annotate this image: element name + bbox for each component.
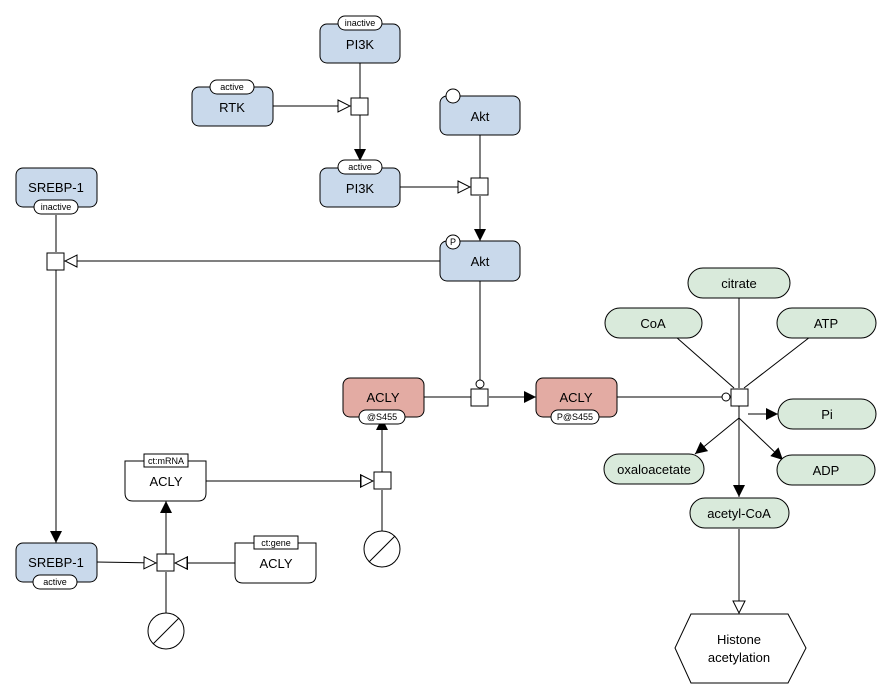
state-variable: active bbox=[43, 577, 67, 587]
edge-atp-to-process bbox=[743, 336, 811, 389]
node-label: RTK bbox=[219, 100, 245, 115]
node-acly-s455[interactable]: ACLY @S455 bbox=[342, 377, 425, 425]
process-acly-phosphorylation[interactable] bbox=[470, 388, 489, 407]
node-adp[interactable]: ADP bbox=[776, 454, 876, 486]
node-label: acetyl-CoA bbox=[707, 506, 771, 521]
node-label: Akt bbox=[471, 109, 490, 124]
state-variable: active bbox=[220, 82, 244, 92]
node-label: CoA bbox=[640, 316, 666, 331]
node-label: ACLY bbox=[560, 390, 593, 405]
node-label: PI3K bbox=[346, 37, 375, 52]
node-acly-mrna[interactable]: ACLY ct:mRNA bbox=[124, 453, 207, 502]
unit-of-information: ct:gene bbox=[261, 538, 291, 548]
edge-process-to-oxaloacetate bbox=[694, 417, 740, 455]
node-acly-gene[interactable]: ACLY ct:gene bbox=[234, 535, 317, 584]
node-label: ACLY bbox=[367, 390, 400, 405]
node-acetyl-coa[interactable]: acetyl-CoA bbox=[689, 497, 790, 529]
edge-process-to-adp bbox=[738, 417, 784, 461]
node-label: SREBP-1 bbox=[28, 180, 84, 195]
node-label: ADP bbox=[813, 463, 840, 478]
state-variable: inactive bbox=[41, 202, 72, 212]
phenotype-label-line2: acetylation bbox=[708, 650, 770, 665]
phenotype-label-line1: Histone bbox=[717, 632, 761, 647]
process-acly-reaction[interactable] bbox=[730, 388, 749, 407]
state-variable: inactive bbox=[345, 18, 376, 28]
process-nodes bbox=[46, 97, 749, 572]
node-label: PI3K bbox=[346, 181, 375, 196]
node-pi[interactable]: Pi bbox=[777, 398, 877, 430]
state-variable: active bbox=[348, 162, 372, 172]
process-akt-phosphorylation[interactable] bbox=[470, 177, 489, 196]
node-acly-ps455[interactable]: ACLY P@S455 bbox=[535, 377, 618, 425]
source-sink-1 bbox=[363, 530, 401, 568]
process-acly-translation[interactable] bbox=[373, 471, 392, 490]
state-variable: P@S455 bbox=[557, 412, 593, 422]
node-oxaloacetate[interactable]: oxaloacetate bbox=[603, 453, 705, 485]
edge-coa-to-process bbox=[675, 336, 735, 389]
unit-of-information: ct:mRNA bbox=[148, 456, 184, 466]
node-label: Pi bbox=[821, 407, 833, 422]
state-variable: @S455 bbox=[367, 412, 397, 422]
node-rtk-active[interactable]: RTK active bbox=[191, 79, 274, 127]
node-label: ACLY bbox=[150, 474, 183, 489]
source-sink-2 bbox=[147, 612, 185, 650]
process-acly-transcription[interactable] bbox=[156, 553, 175, 572]
node-pi3k-inactive[interactable]: PI3K inactive bbox=[319, 15, 401, 64]
node-label: Akt bbox=[471, 254, 490, 269]
node-srebp1-inactive[interactable]: SREBP-1 inactive bbox=[15, 167, 98, 215]
edge-srebp-stimulation bbox=[95, 562, 157, 563]
node-atp[interactable]: ATP bbox=[776, 307, 877, 339]
edges bbox=[50, 63, 811, 614]
process-pi3k-activation[interactable] bbox=[350, 97, 369, 116]
node-srebp1-active[interactable]: SREBP-1 active bbox=[15, 542, 98, 590]
node-label: oxaloacetate bbox=[617, 462, 691, 477]
node-akt-phosphorylated[interactable]: Akt P bbox=[439, 234, 521, 282]
state-variable: P bbox=[450, 237, 456, 247]
node-akt[interactable]: Akt bbox=[439, 88, 521, 136]
node-citrate[interactable]: citrate bbox=[687, 267, 791, 299]
node-label: SREBP-1 bbox=[28, 555, 84, 570]
node-label: ATP bbox=[814, 316, 838, 331]
process-srebp-activation[interactable] bbox=[46, 252, 65, 271]
node-label: citrate bbox=[721, 276, 756, 291]
node-label: ACLY bbox=[260, 556, 293, 571]
node-histone-acetylation[interactable]: Histone acetylation bbox=[674, 613, 807, 684]
node-pi3k-active[interactable]: PI3K active bbox=[319, 159, 401, 208]
node-coa[interactable]: CoA bbox=[604, 307, 703, 339]
